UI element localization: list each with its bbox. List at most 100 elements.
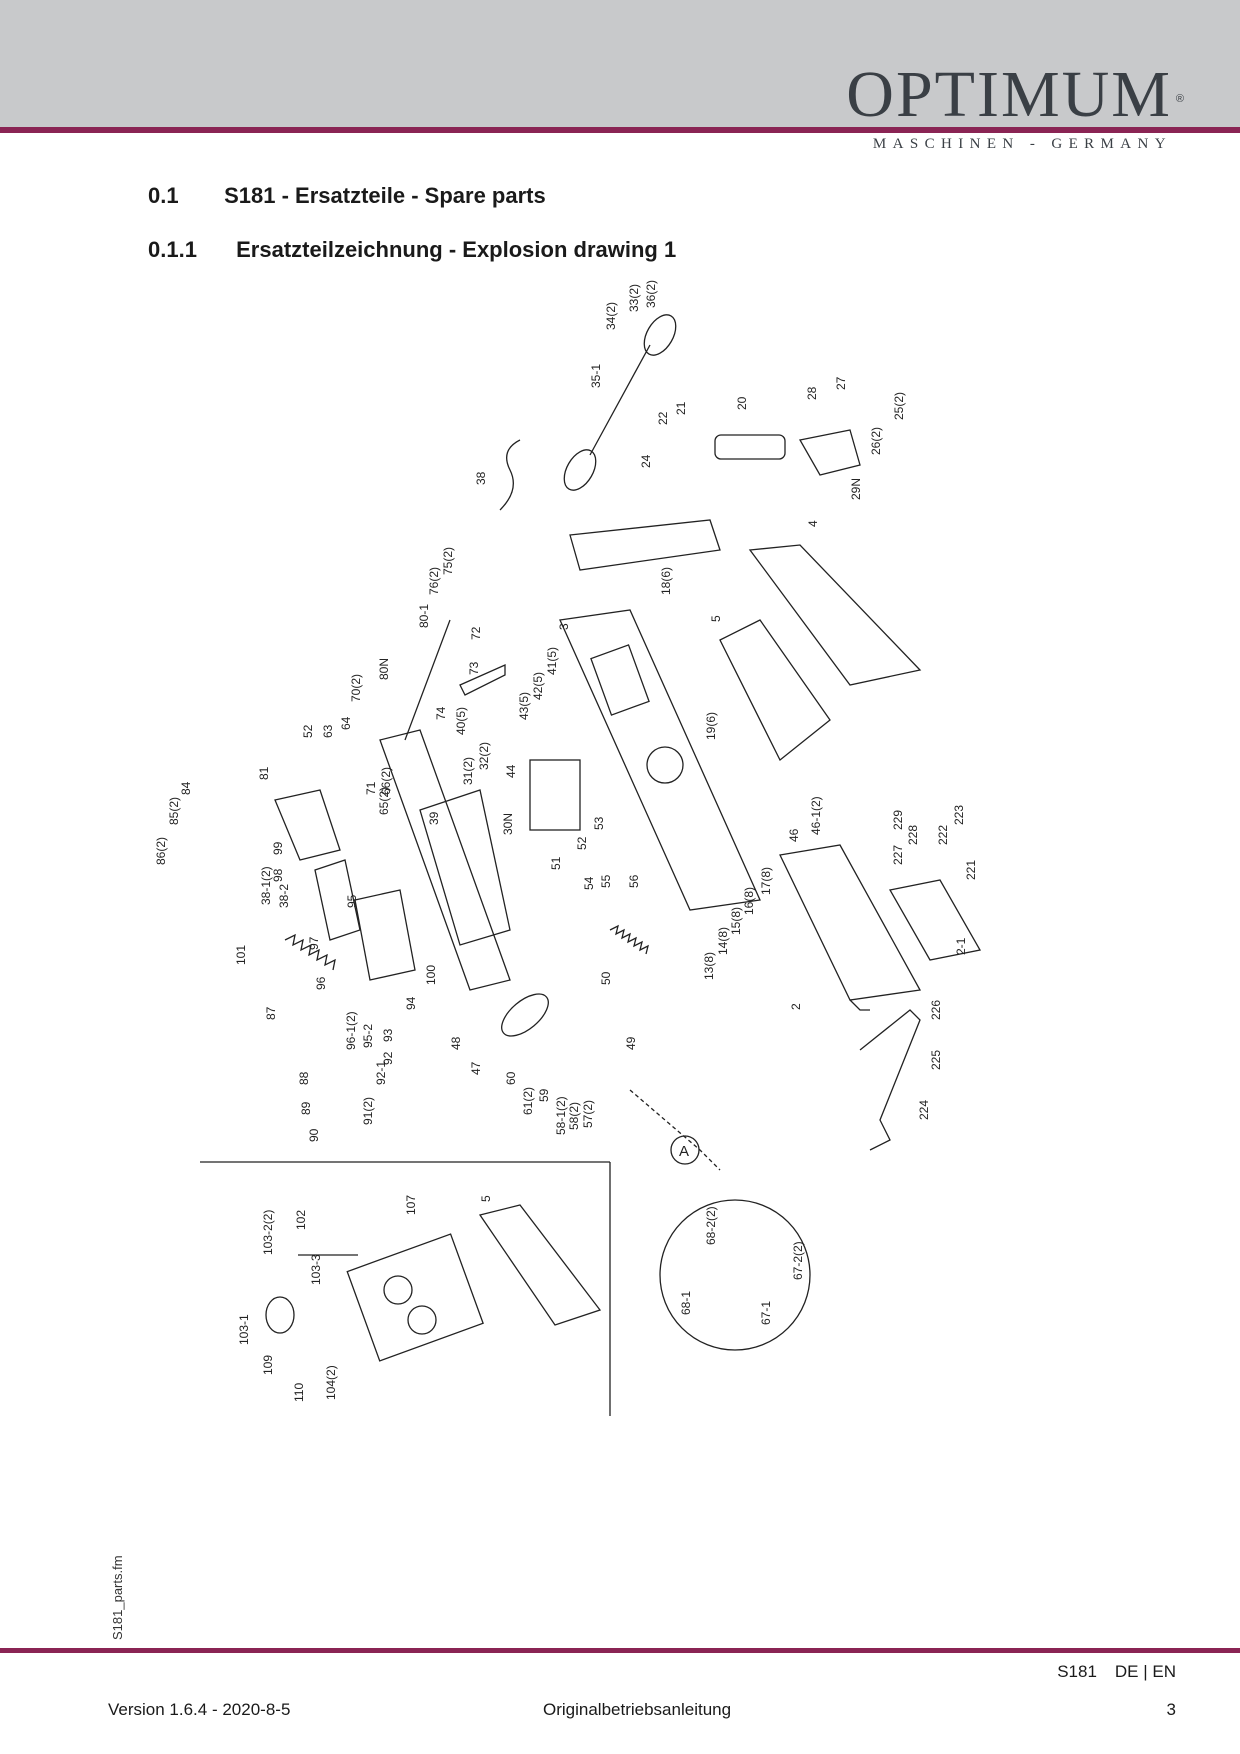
explosion-drawing: 34(2) 33(2) 36(2) 35-1 20 28 27 25(2) 22… [154,280,1080,1600]
part-label: 5 [709,615,723,622]
part-label: 29N [849,478,863,500]
part-label: 59 [537,1088,551,1102]
part-label: 224 [917,1100,931,1120]
part-label: 103-1 [237,1314,251,1345]
part-label: 52 [301,724,315,738]
brand-name-text: OPTIMUM [846,58,1172,131]
part-label: 47 [469,1061,483,1075]
part-label: 92-1 [374,1061,388,1085]
part-label: 43(5) [517,692,531,720]
part-label: 74 [434,706,448,720]
part-label: 84 [179,781,193,795]
part-label: 64 [339,716,353,730]
part-label: 81 [257,766,271,780]
part-label: 18(6) [659,567,673,595]
part-label: 36(2) [644,280,658,308]
part-label: 57(2) [581,1100,595,1128]
part-label: 16(8) [742,887,756,915]
part-label: 101 [234,945,248,965]
part-label: 53 [592,816,606,830]
detail-marker-label: A [679,1143,689,1160]
drawing-parts [200,314,982,1416]
part-label: 98 [271,868,285,882]
part-label: 89 [299,1101,313,1115]
part-label: 91(2) [361,1097,375,1125]
part-label: 44 [504,764,518,778]
part-label: 227 [891,845,905,865]
footer-doc-title: Originalbetriebsanleitung [543,1700,732,1719]
part-label: 48 [449,1036,463,1050]
part-label: 90 [307,1128,321,1142]
part-label: 110 [292,1383,306,1402]
part-label: 4 [806,520,820,527]
part-label: 38 [474,471,488,485]
part-label: 58-1(2) [554,1096,568,1135]
part-label: 14(8) [716,927,730,955]
part-label: 229 [891,810,905,830]
section-number: 0.1 [148,183,179,208]
subsection-heading: 0.1.1 Ersatzteilzeichnung - Explosion dr… [148,237,676,263]
brand-logo: OPTIMUM ® MASCHINEN - GERMANY [846,62,1184,153]
part-label: 24 [639,454,653,468]
page-number: 3 [1166,1700,1176,1719]
part-label: 38-1(2) [259,866,273,905]
footer-model: S181 [1057,1662,1097,1681]
part-label: 15(8) [729,907,743,935]
part-label: 75(2) [441,547,455,575]
footer-accent-line [0,1648,1240,1653]
part-label: 46 [787,828,801,842]
part-label: 41(5) [545,647,559,675]
part-label: 30N [501,813,515,835]
part-label: 50 [599,971,613,985]
explosion-drawing-svg: 34(2) 33(2) 36(2) 35-1 20 28 27 25(2) 22… [154,280,982,1416]
part-label: 86(2) [154,837,168,865]
part-label: 55 [599,874,613,888]
part-label: 95-2 [361,1024,375,1048]
part-label: 92 [381,1051,395,1065]
part-label: 5 [479,1195,493,1202]
part-label: 49 [624,1036,638,1050]
part-label: 228 [906,825,920,845]
part-labels: 34(2) 33(2) 36(2) 35-1 20 28 27 25(2) 22… [154,280,978,1402]
part-label: 26(2) [869,427,883,455]
section-title: S181 - Ersatzteile - Spare parts [224,183,546,208]
part-label: 32(2) [477,742,491,770]
part-label: 34(2) [604,302,618,330]
part-label: 27 [834,376,848,390]
part-label: 31(2) [461,757,475,785]
part-label: 68-2(2) [704,1206,718,1245]
part-label: 226 [929,1000,943,1020]
part-label: 39 [427,811,441,825]
part-label: 13(8) [702,952,716,980]
part-label: 104(2) [324,1365,338,1400]
part-label: 76(2) [427,567,441,595]
part-label: 70(2) [349,674,363,702]
part-label: 80-1 [417,604,431,628]
part-label: 222 [936,825,950,845]
part-label: 99 [271,841,285,855]
part-label: 61(2) [521,1087,535,1115]
part-label: 60 [504,1071,518,1085]
part-label: 85(2) [167,797,181,825]
part-label: 66(2) [379,767,393,795]
part-label: 38-2 [277,884,291,908]
part-label: 96 [314,976,328,990]
part-label: 2-1 [954,937,968,955]
part-label: 21 [674,401,688,415]
part-label: 46-1(2) [809,796,823,835]
part-label: 221 [964,860,978,880]
part-label: 68-1 [679,1291,693,1315]
part-label: 73 [467,661,481,675]
part-label: 3 [557,623,571,630]
part-label: 67-2(2) [791,1241,805,1280]
part-label: 93 [381,1028,395,1042]
part-label: 42(5) [531,672,545,700]
part-label: 28 [805,386,819,400]
header-accent-line [0,127,1240,133]
part-label: 25(2) [892,392,906,420]
part-label: 223 [952,805,966,825]
part-label: 71 [364,781,378,795]
subsection-number: 0.1.1 [148,237,197,262]
part-label: 40(5) [454,707,468,735]
part-label: 20 [735,396,749,410]
